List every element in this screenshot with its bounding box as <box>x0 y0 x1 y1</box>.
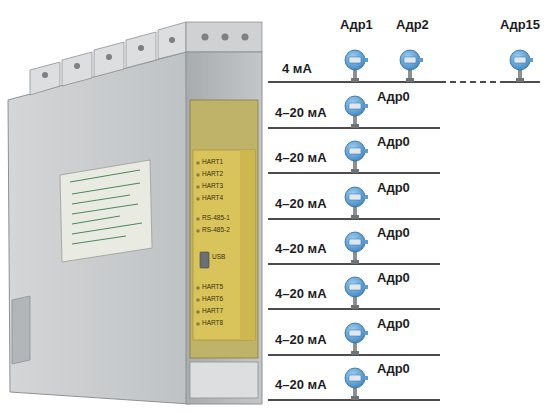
signal-label: 4–20 мА <box>275 333 327 347</box>
panel-marking: USB <box>212 253 225 260</box>
panel-marking: HART1 <box>202 158 223 165</box>
pressure-transmitter <box>345 232 368 264</box>
panel-marking: HART6 <box>202 295 223 302</box>
signal-label: Адр0 <box>377 181 410 195</box>
transmitters <box>345 50 533 400</box>
signal-label: Адр1 <box>340 18 373 32</box>
front-panel <box>193 150 255 340</box>
loop-wires <box>268 82 540 400</box>
pressure-transmitter <box>345 277 368 309</box>
signal-label: 4–20 мА <box>275 378 327 392</box>
rail-clip <box>12 296 30 364</box>
panel-marking: RS-485-2 <box>202 226 230 233</box>
nameplate <box>60 160 152 262</box>
signal-label: Адр0 <box>377 135 410 149</box>
panel-marking: HART8 <box>202 319 223 326</box>
pressure-transmitter <box>345 368 368 400</box>
signal-label: 4–20 мА <box>275 106 327 120</box>
panel-marking: HART2 <box>202 170 223 177</box>
panel-marking: RS-485-1 <box>202 214 230 221</box>
signal-label: 4 мА <box>282 62 312 76</box>
signal-label: Адр0 <box>377 362 410 376</box>
pressure-transmitter <box>345 187 368 219</box>
front-bezel <box>190 100 258 358</box>
housing-front <box>186 52 262 404</box>
housing-side <box>8 52 190 404</box>
signal-label: 4–20 мА <box>275 197 327 211</box>
pressure-transmitter <box>345 323 368 355</box>
signal-label: Адр0 <box>377 90 410 104</box>
usb-port <box>200 252 209 268</box>
signal-label: Адр2 <box>396 18 429 32</box>
bottom-terminals <box>190 362 258 398</box>
status-leds <box>196 161 200 326</box>
signal-label: Адр0 <box>377 271 410 285</box>
pressure-transmitter <box>510 50 533 82</box>
signal-label: 4–20 мА <box>275 151 327 165</box>
pressure-transmitter <box>345 96 368 128</box>
panel-marking: HART3 <box>202 182 223 189</box>
panel-marking: HART7 <box>202 307 223 314</box>
signal-label: Адр15 <box>500 18 540 32</box>
pressure-transmitter <box>345 50 368 82</box>
signal-label: 4–20 мА <box>275 287 327 301</box>
panel-marking: HART4 <box>202 194 223 201</box>
panel-stripe <box>240 150 255 340</box>
pressure-transmitter <box>400 50 423 82</box>
signal-label: Адр0 <box>377 317 410 331</box>
pressure-transmitter <box>345 141 368 173</box>
signal-label: 4–20 мА <box>275 242 327 256</box>
signal-label: Адр0 <box>377 226 410 240</box>
panel-marking: HART5 <box>202 283 223 290</box>
